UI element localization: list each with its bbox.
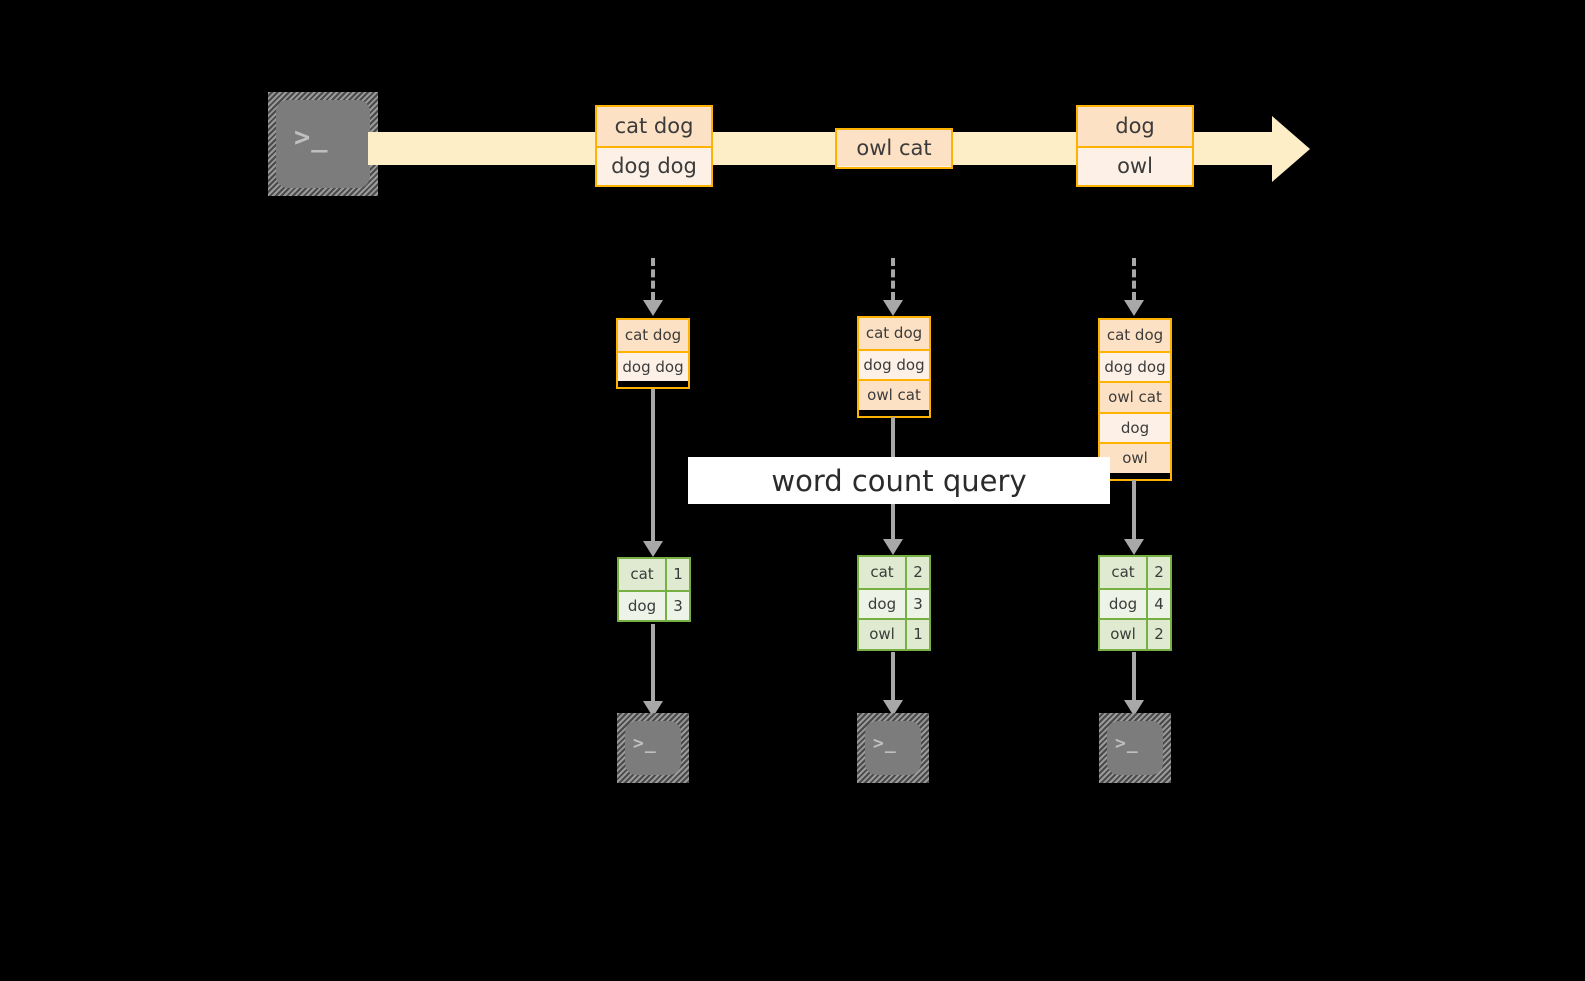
result-row: dog 3	[859, 587, 929, 618]
consumer-terminal-icon: >_	[617, 713, 689, 783]
snapshot-to-result-arrow	[643, 389, 663, 557]
arrow-shaft	[891, 258, 895, 300]
stream-event-line: dog dog	[597, 145, 711, 184]
result-count: 2	[905, 557, 929, 588]
result-word: owl	[1100, 620, 1146, 649]
result-row: cat 2	[859, 557, 929, 588]
terminal-screen	[1107, 721, 1163, 775]
query-label: word count query	[688, 457, 1110, 504]
consumer-terminal-icon: >_	[1099, 713, 1171, 783]
result-count: 2	[1146, 620, 1170, 649]
arrow-head	[883, 539, 903, 555]
result-count: 4	[1146, 589, 1170, 618]
arrow-head	[1124, 300, 1144, 316]
terminal-prompt-glyph: >_	[873, 733, 897, 754]
arrow-head	[1124, 700, 1144, 716]
arrow-shaft	[651, 258, 655, 300]
stream-to-snapshot-arrow	[643, 258, 663, 316]
result-to-consumer-arrow	[643, 624, 663, 717]
producer-terminal-icon: >_	[268, 92, 378, 196]
result-count: 3	[905, 589, 929, 618]
arrow-head	[643, 541, 663, 557]
result-table: cat 1 dog 3	[617, 557, 691, 622]
result-row: cat 2	[1100, 557, 1170, 588]
result-row: owl 2	[1100, 618, 1170, 649]
stream-to-snapshot-arrow	[1124, 258, 1144, 316]
result-count: 2	[1146, 557, 1170, 588]
stream-event-line: dog	[1078, 107, 1192, 146]
stream-event-box: dog owl	[1076, 105, 1194, 187]
terminal-prompt-glyph: >_	[633, 733, 657, 754]
result-row: owl 1	[859, 618, 929, 649]
arrow-shaft	[1132, 652, 1136, 700]
arrow-shaft	[651, 389, 655, 541]
arrow-head	[1124, 539, 1144, 555]
result-count: 1	[905, 620, 929, 649]
snapshot-row: owl cat	[859, 379, 929, 410]
result-count: 3	[665, 591, 689, 620]
terminal-screen	[865, 721, 921, 775]
result-word: cat	[619, 559, 665, 590]
result-table: cat 2 dog 3 owl 1	[857, 555, 931, 651]
arrow-head	[883, 300, 903, 316]
snapshot-row: owl	[1100, 442, 1170, 473]
snapshot-row: cat dog	[1100, 320, 1170, 351]
snapshot-row: cat dog	[618, 320, 688, 351]
arrow-head	[883, 700, 903, 716]
stream-event-line: owl	[1078, 145, 1192, 184]
snapshot-row: dog dog	[859, 348, 929, 379]
result-row: dog 3	[619, 589, 689, 620]
terminal-prompt-glyph: >_	[294, 122, 329, 153]
snapshot-table: cat dog dog dog	[616, 318, 690, 389]
snapshot-to-result-arrow	[1124, 480, 1144, 555]
stream-arrow-head	[1272, 115, 1310, 182]
snapshot-row: dog dog	[618, 350, 688, 381]
consumer-terminal-icon: >_	[857, 713, 929, 783]
result-to-consumer-arrow	[883, 652, 903, 716]
stream-event-line: cat dog	[597, 107, 711, 146]
stream-event-box: cat dog dog dog	[595, 105, 713, 187]
result-word: dog	[1100, 589, 1146, 618]
snapshot-table: cat dog dog dog owl cat	[857, 316, 931, 418]
result-row: dog 4	[1100, 587, 1170, 618]
result-row: cat 1	[619, 559, 689, 590]
snapshot-row: owl cat	[1100, 381, 1170, 412]
result-word: dog	[859, 589, 905, 618]
snapshot-row: dog	[1100, 411, 1170, 442]
stream-to-snapshot-arrow	[883, 258, 903, 316]
terminal-screen	[276, 100, 370, 188]
stream-event-box: owl cat	[835, 128, 953, 169]
arrow-shaft	[651, 624, 655, 701]
snapshot-row: dog dog	[1100, 350, 1170, 381]
result-table: cat 2 dog 4 owl 2	[1098, 555, 1172, 651]
result-to-consumer-arrow	[1124, 652, 1144, 716]
result-count: 1	[665, 559, 689, 590]
arrow-shaft	[1132, 258, 1136, 300]
result-word: owl	[859, 620, 905, 649]
snapshot-table: cat dog dog dog owl cat dog owl	[1098, 318, 1172, 481]
result-word: cat	[859, 557, 905, 588]
arrow-shaft	[1132, 480, 1136, 539]
terminal-prompt-glyph: >_	[1115, 733, 1139, 754]
terminal-screen	[625, 721, 681, 775]
stream-event-line: owl cat	[837, 130, 951, 166]
arrow-shaft	[891, 652, 895, 700]
result-word: cat	[1100, 557, 1146, 588]
snapshot-row: cat dog	[859, 318, 929, 349]
result-word: dog	[619, 591, 665, 620]
arrow-head	[643, 300, 663, 316]
